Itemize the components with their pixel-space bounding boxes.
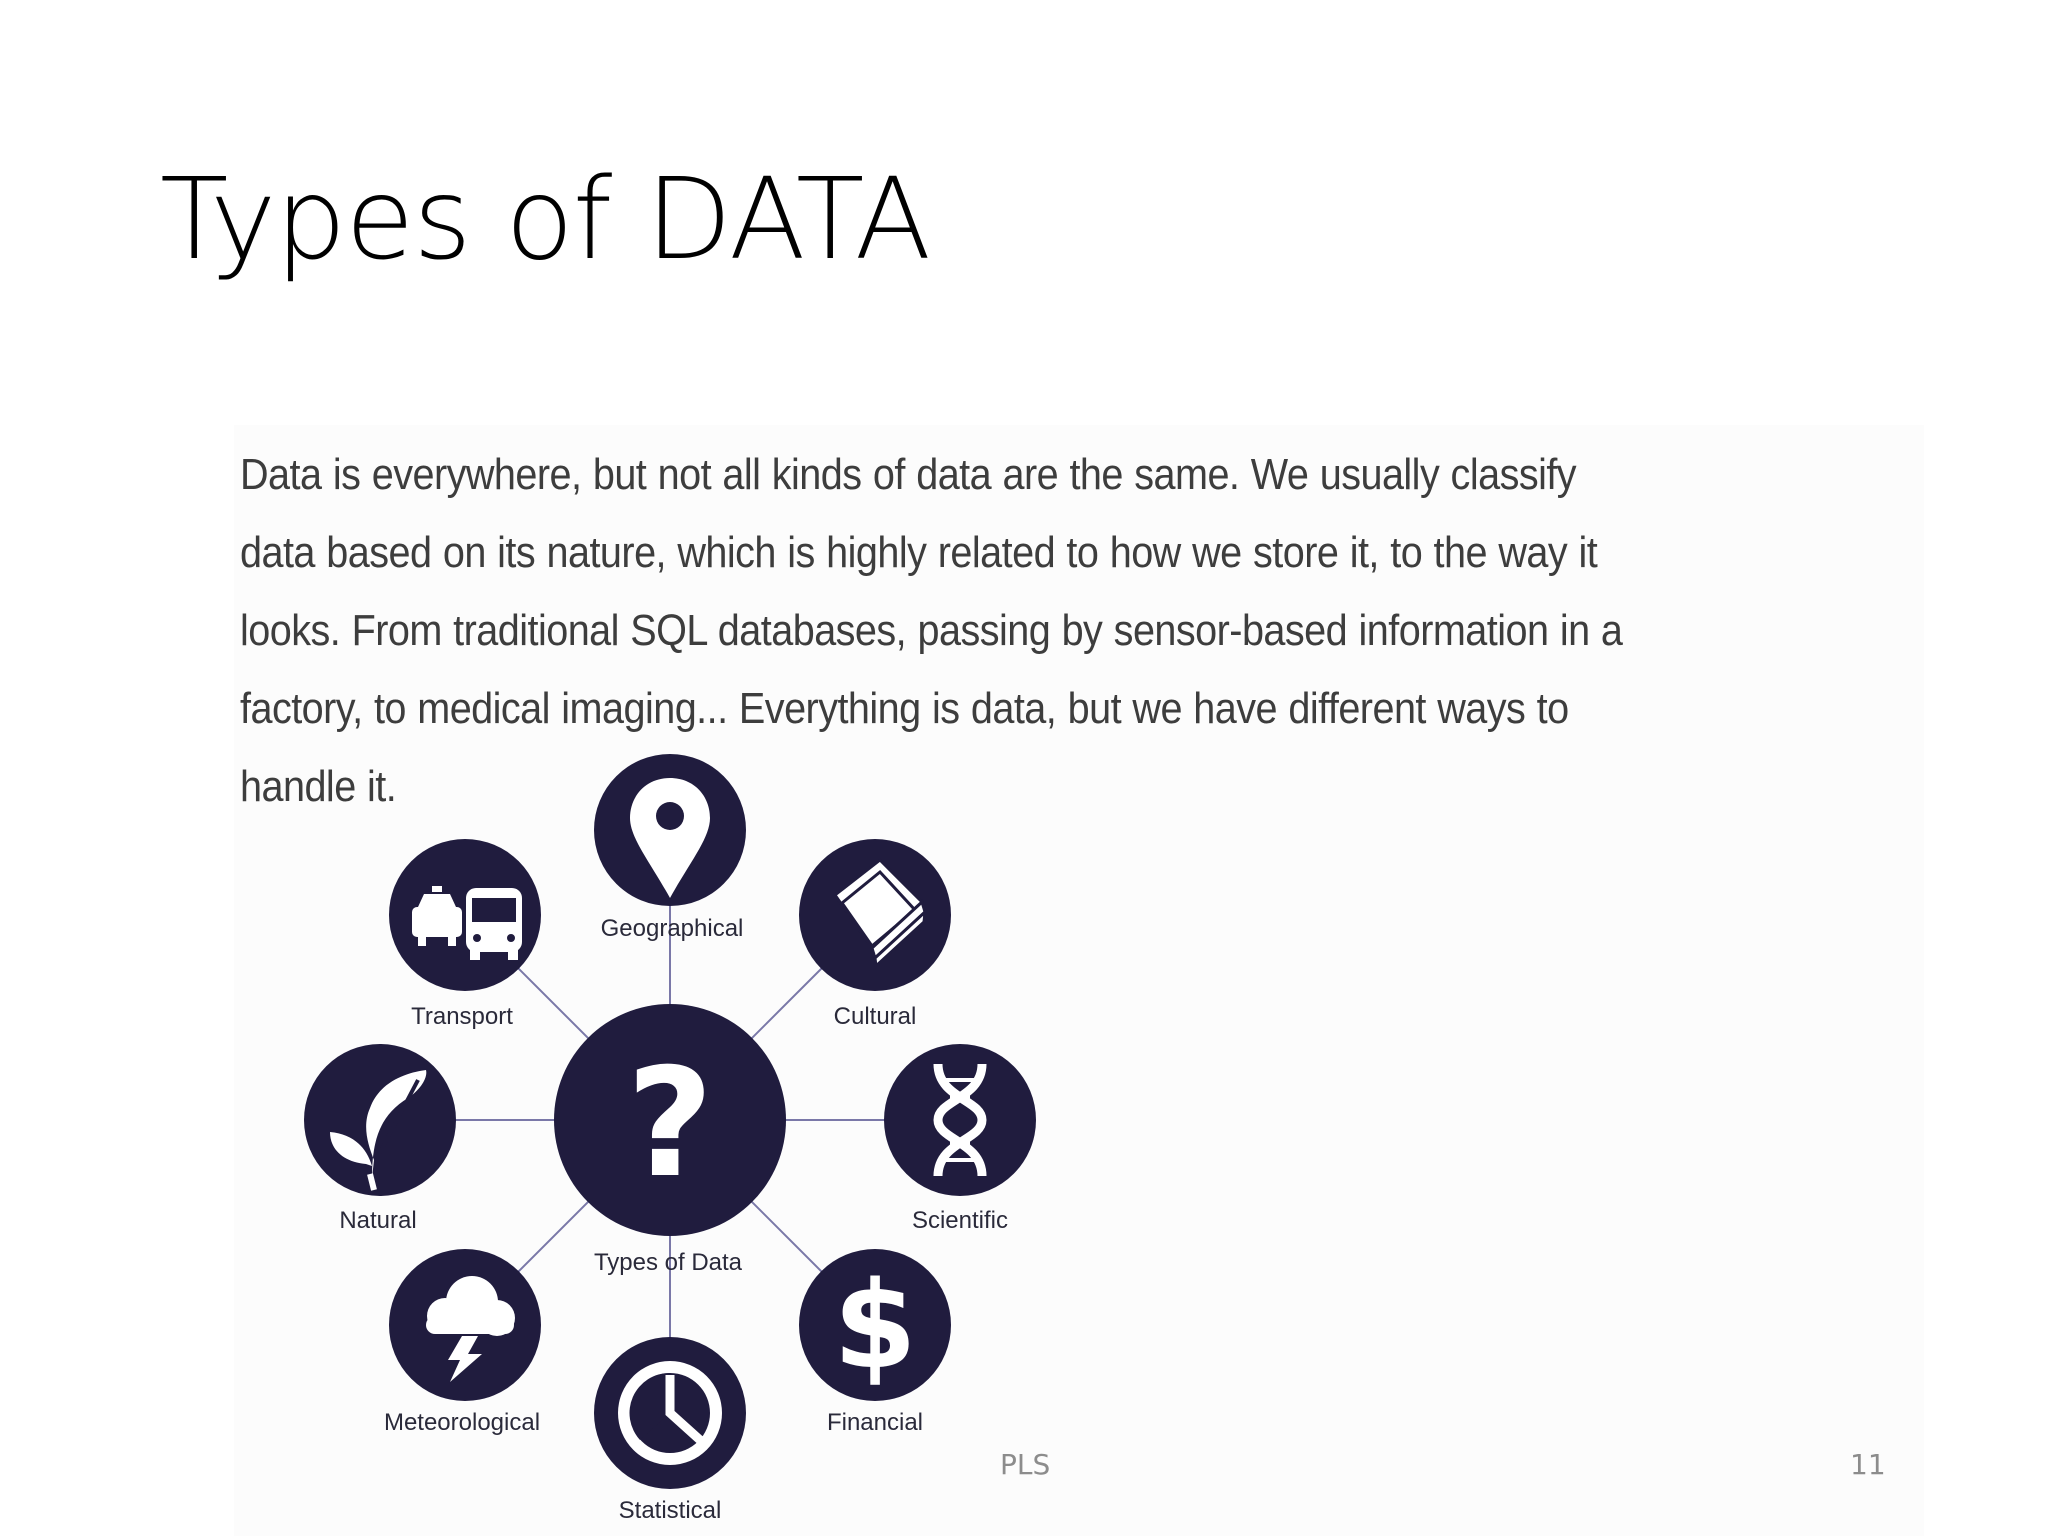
footer-text: PLS <box>1000 1448 1051 1481</box>
slide-title: Types of DATA <box>160 155 931 285</box>
page-number: 11 <box>1850 1448 1886 1481</box>
intro-paragraph: Data is everywhere, but not all kinds of… <box>240 450 1623 811</box>
